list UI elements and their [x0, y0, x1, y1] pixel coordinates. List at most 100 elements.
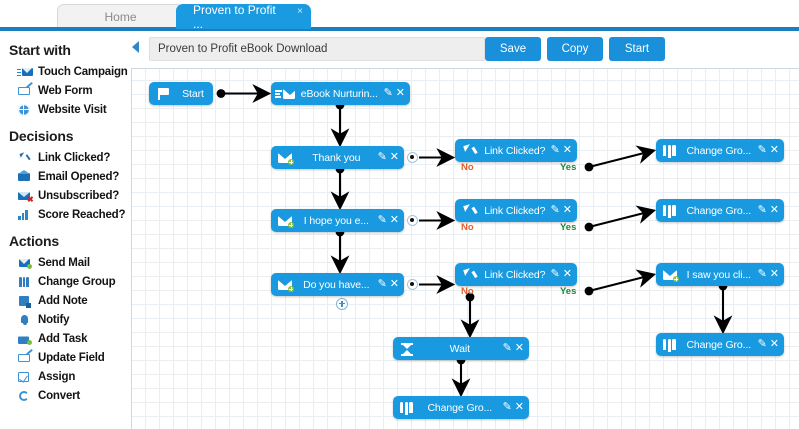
task-icon — [17, 332, 32, 346]
delete-icon[interactable]: ✕ — [514, 342, 524, 354]
start-button[interactable]: Start — [609, 37, 665, 61]
edit-icon[interactable]: ✎ — [502, 401, 512, 413]
sidebar-item-notify[interactable]: Notify — [8, 310, 124, 329]
campaign-mail-icon — [275, 85, 297, 102]
workflow-node-link2[interactable]: Link Clicked? ✎✕ — [455, 199, 577, 222]
edit-icon[interactable]: ✎ — [377, 278, 387, 290]
edit-icon[interactable]: ✎ — [757, 268, 767, 280]
delete-icon[interactable]: ✕ — [769, 144, 779, 156]
node-tools: ✎✕ — [384, 88, 410, 99]
sidebar-item-link-clicked[interactable]: Link Clicked? — [8, 148, 124, 167]
workflow-node-label: I saw you cli... — [686, 268, 751, 281]
close-icon[interactable]: × — [297, 6, 303, 17]
workflow-node-link3[interactable]: Link Clicked? ✎✕ — [455, 263, 577, 286]
output-port[interactable] — [407, 152, 418, 163]
edit-icon[interactable]: ✎ — [377, 151, 387, 163]
workflow-canvas[interactable]: Start eBook Nurturin...✎✕ Thank you✎✕ Link … — [131, 68, 799, 429]
copy-button[interactable]: Copy — [547, 37, 603, 61]
sidebar-item-label: Web Form — [38, 84, 93, 97]
edit-icon[interactable]: ✎ — [377, 214, 387, 226]
workflow-node-ihope[interactable]: I hope you e... ✎✕ — [271, 209, 404, 232]
edit-icon[interactable]: ✎ — [757, 204, 767, 216]
delete-icon[interactable]: ✕ — [562, 204, 572, 216]
workflow-node-group2[interactable]: Change Gro...✎✕ — [656, 199, 784, 222]
delete-icon[interactable]: ✕ — [389, 278, 399, 290]
branch-label-yes: Yes — [560, 286, 577, 297]
delete-icon[interactable]: ✕ — [769, 338, 779, 350]
branch-label-yes: Yes — [560, 222, 577, 233]
edit-icon[interactable]: ✎ — [502, 342, 512, 354]
sidebar-item-assign[interactable]: Assign — [8, 367, 124, 386]
workflow-node-doyou[interactable]: Do you have...✎✕ — [271, 273, 404, 296]
workflow-node-link1[interactable]: Link Clicked?✎✕ — [455, 139, 577, 162]
delete-icon[interactable]: ✕ — [562, 144, 572, 156]
workflow-node-isaw[interactable]: I saw you cli... ✎✕ — [656, 263, 784, 286]
workflow-node-wait[interactable]: Wait✎✕ — [393, 337, 529, 360]
save-button[interactable]: Save — [485, 37, 541, 61]
workflow-node-label: Change Gro... — [686, 144, 752, 157]
delete-icon[interactable]: ✕ — [514, 401, 524, 413]
send-mail-icon — [275, 212, 295, 229]
output-port[interactable] — [407, 215, 418, 226]
sidebar-item-add-task[interactable]: Add Task — [8, 329, 124, 348]
branch-label-yes: Yes — [560, 162, 577, 173]
campaign-name-input[interactable] — [149, 37, 485, 61]
sidebar-item-unsubscribed[interactable]: ✖ Unsubscribed? — [8, 186, 124, 205]
add-node-icon[interactable] — [336, 298, 348, 310]
tab-home[interactable]: Home — [57, 4, 184, 29]
sidebar-item-add-note[interactable]: Add Note — [8, 291, 124, 310]
workflow-node-group4[interactable]: Change Gro...✎✕ — [393, 396, 529, 419]
sidebar-item-send-mail[interactable]: Send Mail — [8, 253, 124, 272]
workflow-node-start[interactable]: Start — [149, 82, 213, 105]
send-mail-icon — [275, 149, 295, 166]
workflow-node-group3[interactable]: Change Gro...✎✕ — [656, 333, 784, 356]
workflow-node-label: Link Clicked? — [484, 268, 546, 281]
edit-icon[interactable]: ✎ — [550, 204, 560, 216]
delete-icon[interactable]: ✕ — [389, 214, 399, 226]
sidebar-item-email-opened[interactable]: Email Opened? — [8, 167, 124, 186]
sidebar: Start with Touch Campaign Web Form Websi… — [0, 31, 128, 429]
node-tools: ✎✕ — [551, 145, 577, 156]
delete-icon[interactable]: ✕ — [562, 268, 572, 280]
tab-proven-to-profit[interactable]: Proven to Profit ... × — [176, 3, 311, 31]
edit-icon[interactable]: ✎ — [550, 268, 560, 280]
sidebar-item-convert[interactable]: Convert — [8, 386, 124, 405]
send-mail-icon — [17, 256, 32, 270]
sidebar-item-web-form[interactable]: Web Form — [8, 81, 124, 100]
tab-proven-to-profit-label: Proven to Profit ... — [193, 3, 276, 31]
node-tools: ✎✕ — [758, 145, 784, 156]
workflow-node-label: Link Clicked? — [484, 204, 546, 217]
node-tools: ✎✕ — [378, 215, 404, 226]
connector-layer — [216, 84, 733, 398]
workflow-node-group1[interactable]: Change Gro... ✎✕ — [656, 139, 784, 162]
bell-icon — [17, 313, 32, 327]
delete-icon[interactable]: ✕ — [769, 204, 779, 216]
sidebar-item-change-group[interactable]: Change Group — [8, 272, 124, 291]
collapse-left-icon[interactable] — [132, 41, 139, 53]
workflow-node-thankyou[interactable]: Thank you✎✕ — [271, 146, 404, 169]
edit-icon[interactable]: ✎ — [757, 338, 767, 350]
output-port[interactable] — [407, 279, 418, 290]
touch-campaign-icon — [17, 65, 33, 79]
branch-label-no: No — [461, 222, 474, 233]
edit-icon[interactable]: ✎ — [383, 87, 393, 99]
delete-icon[interactable]: ✕ — [395, 87, 405, 99]
delete-icon[interactable]: ✕ — [389, 151, 399, 163]
sidebar-item-score-reached[interactable]: Score Reached? — [8, 205, 126, 224]
edit-icon[interactable]: ✎ — [757, 144, 767, 156]
workflow-node-label: I hope you e... — [303, 214, 369, 227]
group-icon — [660, 202, 680, 219]
note-icon — [17, 294, 32, 308]
sidebar-item-website-visit[interactable]: Website Visit — [8, 100, 124, 119]
cursor-icon — [459, 142, 479, 159]
sidebar-heading-start-with: Start with — [9, 42, 71, 58]
tab-home-label: Home — [104, 10, 137, 24]
node-tools: ✎✕ — [551, 205, 577, 216]
assign-icon — [17, 370, 32, 384]
sidebar-item-touch-campaign[interactable]: Touch Campaign — [8, 62, 128, 81]
workflow-node-ebook[interactable]: eBook Nurturin...✎✕ — [271, 82, 410, 105]
edit-icon[interactable]: ✎ — [550, 144, 560, 156]
delete-icon[interactable]: ✕ — [769, 268, 779, 280]
sidebar-item-update-field[interactable]: Update Field — [8, 348, 124, 367]
workflow-node-label: Start — [182, 87, 204, 100]
